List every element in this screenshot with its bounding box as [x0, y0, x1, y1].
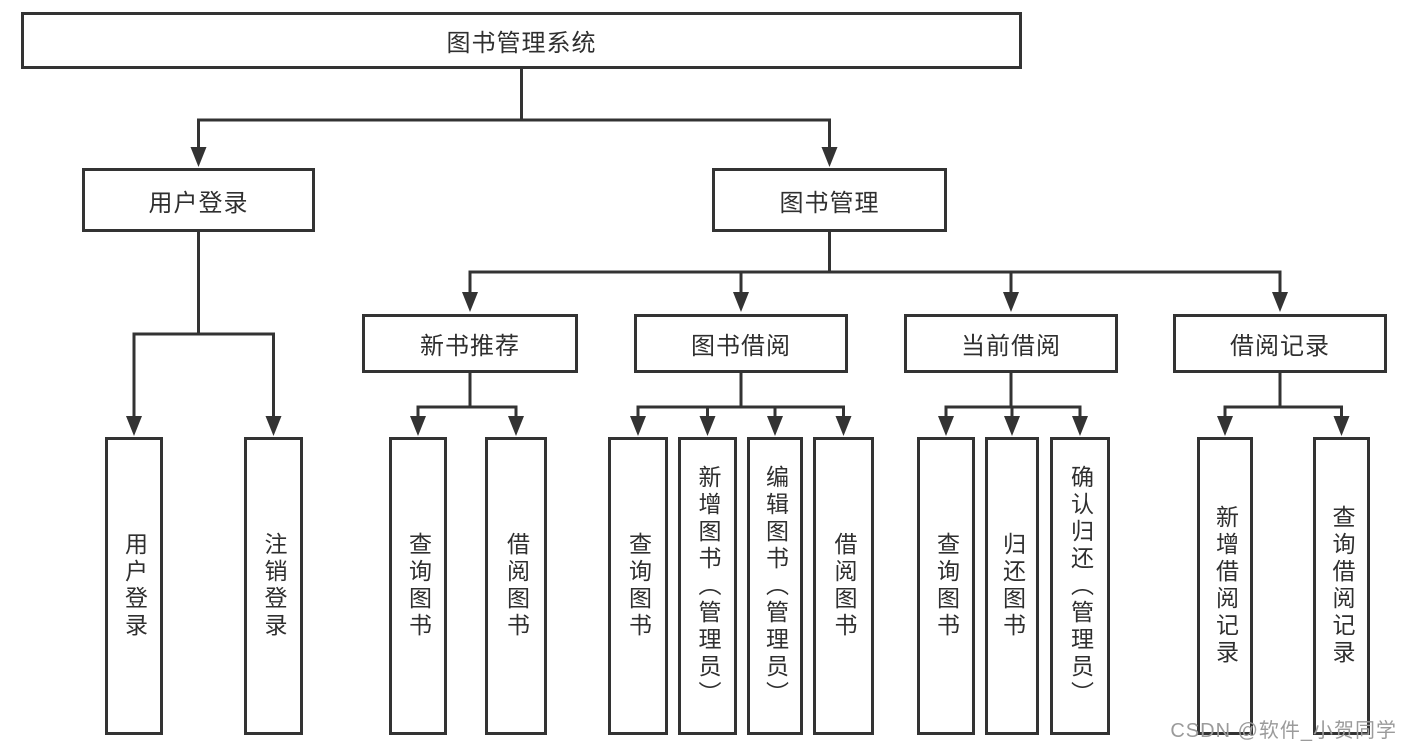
node-library-management-system: 图书管理系统: [21, 12, 1022, 69]
node-leaf-query-books-cu: 查询图书: [917, 437, 975, 735]
node-user-login: 用户登录: [82, 168, 315, 232]
connector-book-mgmt-to-level3: [462, 232, 1288, 312]
node-new-book-recommendation: 新书推荐: [362, 314, 578, 373]
connector-records-children: [1217, 373, 1350, 436]
node-leaf-query-borrow-record: 查询借阅记录: [1313, 437, 1370, 735]
node-leaf-borrow-books-nb: 借阅图书: [485, 437, 547, 735]
node-leaf-edit-books-admin: 编辑图书（管理员）: [747, 437, 803, 735]
node-leaf-confirm-return-admin: 确认归还（管理员）: [1050, 437, 1110, 735]
watermark: CSDN @软件_小贺同学: [1170, 720, 1397, 742]
node-current-borrowing: 当前借阅: [904, 314, 1118, 373]
node-borrowing-records: 借阅记录: [1173, 314, 1387, 373]
node-leaf-add-borrow-record: 新增借阅记录: [1197, 437, 1253, 735]
node-leaf-return-books: 归还图书: [985, 437, 1039, 735]
node-leaf-borrow-books-bw: 借阅图书: [813, 437, 874, 735]
node-leaf-query-books-bw: 查询图书: [608, 437, 668, 735]
connector-current-children: [938, 373, 1088, 436]
connector-new-books-children: [410, 373, 524, 436]
node-leaf-query-books-nb: 查询图书: [389, 437, 447, 735]
node-leaf-user-login: 用户登录: [105, 437, 163, 735]
node-leaf-logout: 注销登录: [244, 437, 303, 735]
node-book-borrowing: 图书借阅: [634, 314, 848, 373]
node-leaf-add-books-admin: 新增图书（管理员）: [678, 437, 737, 735]
connector-user-login-children: [126, 232, 282, 436]
connector-root-to-level2: [190, 69, 838, 167]
node-book-management: 图书管理: [712, 168, 947, 232]
connector-borrowing-children: [630, 373, 852, 436]
